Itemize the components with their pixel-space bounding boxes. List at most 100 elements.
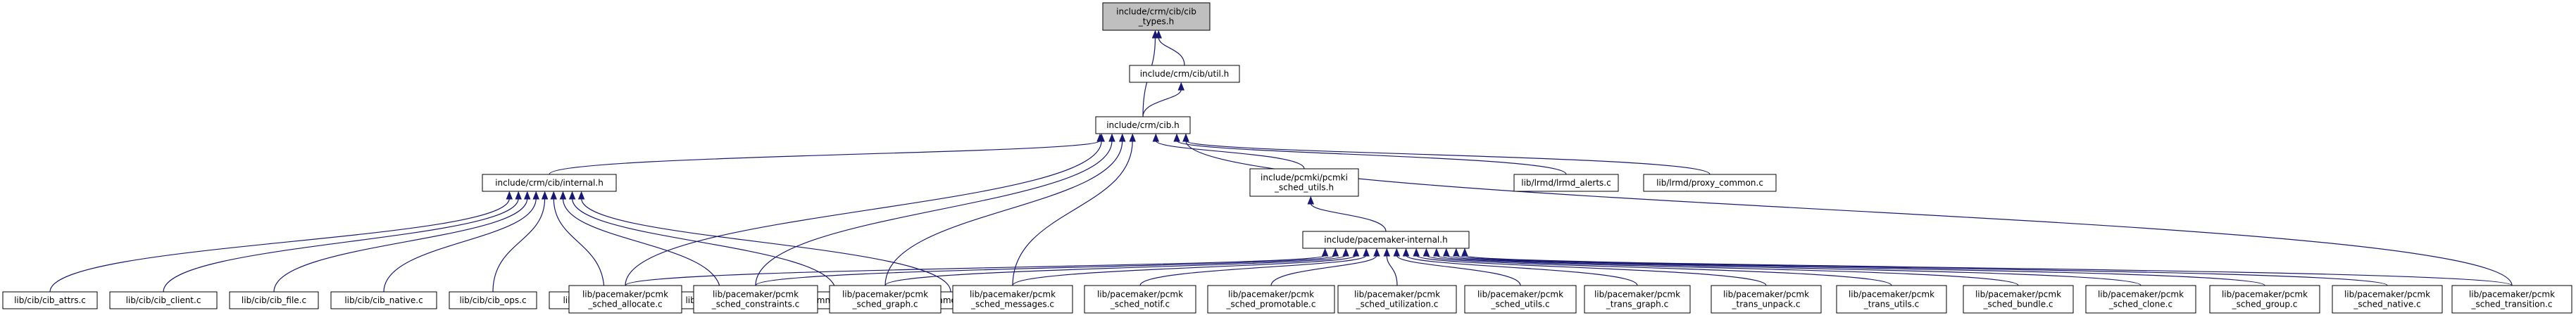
edge-lrmd-alerts-to-cib-h (1173, 133, 1567, 175)
edge-cib-attrs-to-cib-internal (49, 191, 513, 293)
arrow-head-icon (1363, 248, 1370, 257)
node-label: lib/pacemaker/pcmk (1723, 290, 1809, 300)
edge-cib-native-to-cib-internal (383, 191, 539, 293)
node-box (229, 291, 319, 309)
node-sched-clone[interactable]: lib/pacemaker/pcmk_sched_clone.c (2085, 285, 2196, 314)
node-cib-util[interactable]: include/crm/cib/util.h (1129, 65, 1240, 83)
node-sched-promotable[interactable]: lib/pacemaker/pcmk_sched_promotable.c (1207, 285, 1335, 314)
node-sched-group[interactable]: lib/pacemaker/pcmk_sched_group.c (2209, 285, 2320, 314)
node-label: lib/pacemaker/pcmk (1097, 290, 1183, 300)
arrow-head-icon (1393, 248, 1401, 257)
node-sched-messages[interactable]: lib/pacemaker/pcmk_sched_messages.c (952, 285, 1073, 314)
edge-sched-constraints-to-cib-h (755, 133, 1115, 286)
arrow-head-icon (1108, 133, 1115, 142)
node-label: lib/pacemaker/pcmk (1354, 290, 1440, 300)
node-cib-native[interactable]: lib/cib/cib_native.c (330, 291, 437, 309)
node-trans-utils[interactable]: lib/pacemaker/pcmk_trans_utils.c (1836, 285, 1947, 314)
node-box (1102, 2, 1211, 31)
node-sched-graph[interactable]: lib/pacemaker/pcmk_sched_graph.c (829, 285, 942, 314)
node-box (1711, 285, 1822, 314)
node-cib-client[interactable]: lib/cib/cib_client.c (109, 291, 218, 309)
edge-line (1142, 89, 1182, 117)
node-cib-file[interactable]: lib/cib/cib_file.c (229, 291, 319, 309)
node-pacemaker-internal[interactable]: include/pacemaker-internal.h (1302, 231, 1470, 249)
edge-cib-client-to-cib-internal (163, 191, 522, 293)
edge-sched-utils-to-pacemaker-internal (1393, 248, 1521, 286)
edge-line (1139, 255, 1367, 286)
node-sched-constraints[interactable]: lib/pacemaker/pcmk_sched_constraints.c (693, 285, 818, 314)
node-box (1249, 168, 1359, 197)
edge-line (581, 198, 951, 293)
node-trans-unpack[interactable]: lib/pacemaker/pcmk_trans_unpack.c (1711, 285, 1822, 314)
node-label: _sched_messages.c (970, 300, 1054, 309)
edge-cib-h-to-cib-util (1142, 82, 1185, 117)
node-proxy-common[interactable]: lib/lrmd/proxy_common.c (1643, 174, 1777, 192)
node-lrmd-alerts[interactable]: lib/lrmd/lrmd_alerts.c (1513, 174, 1619, 192)
node-label: _types.h (1138, 17, 1174, 27)
node-cib-h[interactable]: include/crm/cib.h (1095, 116, 1191, 134)
nodes-layer: include/crm/cib/cib_types.h include/crm/c… (2, 2, 2572, 314)
edge-line (1415, 255, 1767, 286)
arrow-head-icon (1383, 248, 1391, 257)
node-label: lib/pacemaker/pcmk (1477, 290, 1563, 300)
edge-line (1464, 255, 2388, 286)
node-cib-internal[interactable]: include/crm/cib/internal.h (482, 174, 617, 192)
edge-cib-ops-to-cib-internal (492, 191, 549, 293)
node-label: lib/lrmd/lrmd_alerts.c (1521, 178, 1611, 188)
node-sched-allocate[interactable]: lib/pacemaker/pcmk_sched_allocate.c (568, 285, 682, 314)
edge-line (1185, 140, 2513, 286)
edge-sched-allocate-to-cib-h (625, 133, 1105, 286)
node-box (1129, 65, 1240, 83)
arrow-head-icon (1321, 248, 1329, 257)
node-box (2085, 285, 2196, 314)
node-trans-graph[interactable]: lib/pacemaker/pcmk_trans_graph.c (1584, 285, 1691, 314)
node-label: _sched_utils.h (1274, 183, 1334, 193)
node-label: lib/pacemaker/pcmk (970, 290, 1056, 300)
node-sched-bundle[interactable]: lib/pacemaker/pcmk_sched_bundle.c (1963, 285, 2074, 314)
node-label: lib/cib/cib_client.c (126, 295, 201, 305)
node-label: lib/pacemaker/pcmk (1975, 290, 2061, 300)
node-label: lib/pacemaker/pcmk (2098, 290, 2184, 300)
arrow-head-icon (1413, 248, 1420, 257)
node-box (952, 285, 1073, 314)
node-pcmki-sched-utils[interactable]: include/pcmki/pcmki_sched_utils.h (1249, 168, 1359, 197)
node-cib-ops[interactable]: lib/cib/cib_ops.c (449, 291, 537, 309)
edge-cib-utils-to-cib-internal (559, 191, 721, 293)
edge-line (755, 140, 1113, 286)
edge-line (273, 198, 528, 293)
node-label: lib/lrmd/proxy_common.c (1656, 178, 1763, 188)
arrow-head-icon (1182, 133, 1189, 142)
edge-line (884, 255, 1346, 286)
node-box (482, 174, 617, 192)
edge-line (1425, 255, 1892, 286)
node-label: _sched_utils.c (1490, 300, 1549, 309)
edges-layer (49, 30, 2513, 293)
edge-sched-utilization-to-pacemaker-internal (1383, 248, 1398, 286)
node-label: lib/pacemaker/pcmk (842, 290, 928, 300)
node-cib-attrs[interactable]: lib/cib/cib_attrs.c (2, 291, 98, 309)
node-label: _sched_native.c (2353, 300, 2420, 309)
edge-pacemaker-internal-to-pcmki-sched-utils (1307, 196, 1387, 232)
node-label: lib/cib/cib_attrs.c (14, 295, 86, 305)
node-sched-transition[interactable]: lib/pacemaker/pcmk_sched_transition.c (2451, 285, 2572, 314)
node-sched-utils[interactable]: lib/pacemaker/pcmk_sched_utils.c (1464, 285, 1577, 314)
arrow-head-icon (577, 191, 585, 200)
node-sched-native[interactable]: lib/pacemaker/pcmk_sched_native.c (2332, 285, 2443, 314)
arrow-head-icon (1173, 133, 1180, 142)
node-label: include/pacemaker-internal.h (1324, 235, 1447, 245)
arrow-head-icon (1373, 248, 1380, 257)
edge-sched-notif-to-pacemaker-internal (1139, 248, 1370, 286)
node-label: _sched_clone.c (2108, 300, 2172, 309)
arrow-head-icon (1332, 248, 1339, 257)
arrow-head-icon (559, 191, 567, 200)
edge-line (1446, 255, 2142, 286)
node-sched-utilization[interactable]: lib/pacemaker/pcmk_sched_utilization.c (1337, 285, 1457, 314)
arrow-head-icon (532, 191, 539, 200)
edge-sched-promotable-to-pacemaker-internal (1270, 248, 1380, 286)
node-label: include/crm/cib/util.h (1140, 69, 1230, 79)
edge-line (625, 255, 1326, 286)
node-label: include/crm/cib/cib (1116, 7, 1196, 17)
node-box (1464, 285, 1577, 314)
node-label: _trans_unpack.c (1732, 300, 1801, 309)
node-sched-notif[interactable]: lib/pacemaker/pcmk_sched_notif.c (1084, 285, 1196, 314)
